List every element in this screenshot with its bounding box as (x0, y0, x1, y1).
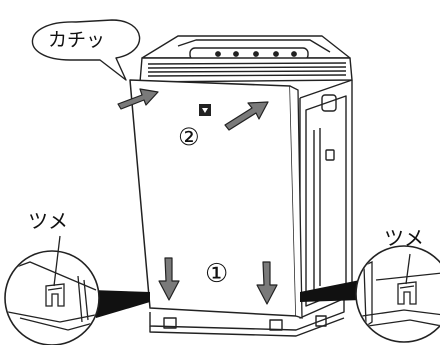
step-1-label: ① (205, 259, 228, 289)
foot-right (270, 320, 282, 330)
right-tab-label: ツメ (384, 226, 424, 250)
left-zoom-pointer (92, 290, 150, 318)
speech-bubble: カチッ (32, 20, 139, 80)
step-2-label: ② (178, 123, 200, 151)
left-tab-detail: ツメ (5, 209, 150, 345)
click-sound-text: カチッ (48, 29, 105, 51)
left-tab-label: ツメ (28, 209, 68, 233)
